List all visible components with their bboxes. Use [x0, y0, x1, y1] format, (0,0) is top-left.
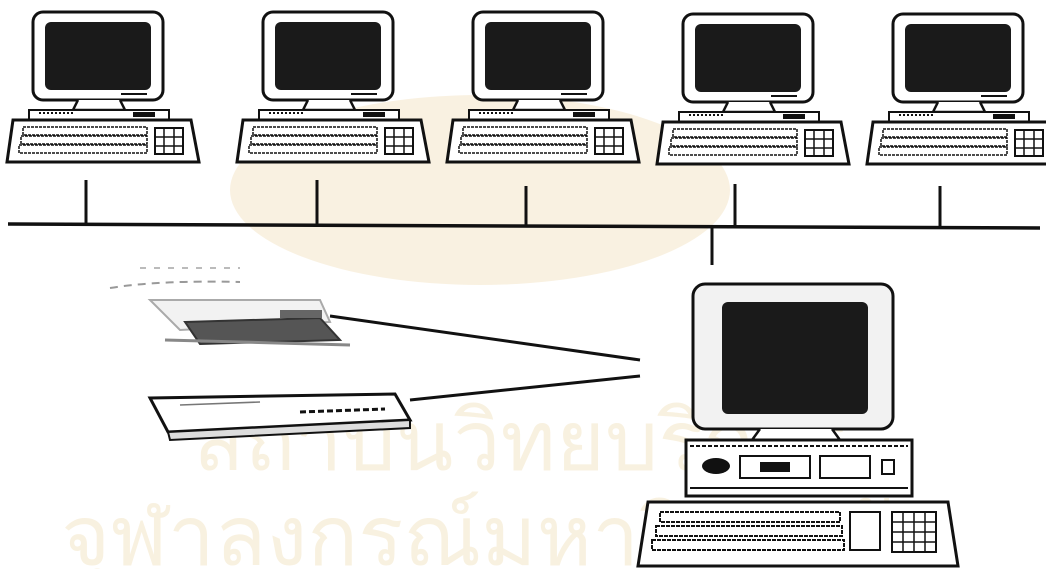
computer-terminal-icon — [237, 12, 429, 162]
computer-terminal-icon — [7, 12, 199, 162]
computer-terminal-icon — [657, 14, 849, 164]
printer-link-line — [330, 316, 640, 360]
computer-terminal-icon — [447, 12, 639, 162]
computer-terminal-icon — [867, 14, 1046, 164]
printer-icon — [110, 268, 350, 345]
network-bus-line — [8, 224, 1040, 228]
